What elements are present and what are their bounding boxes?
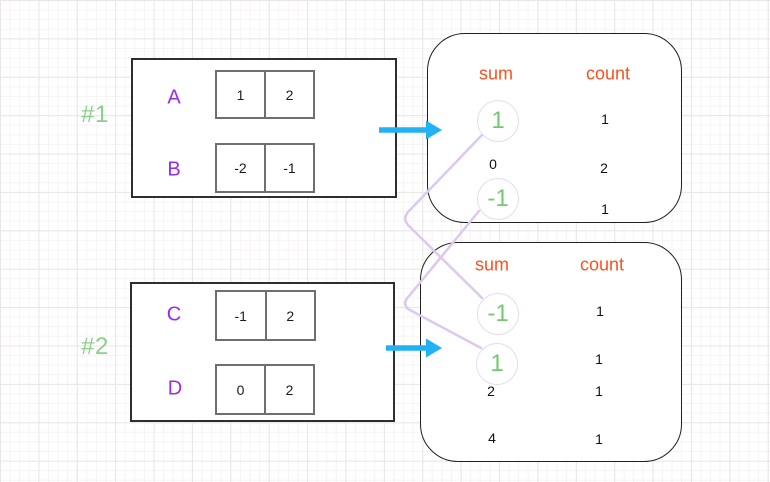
map2-row2-sum: 2 — [487, 383, 495, 399]
array-c-cell-1: 2 — [264, 292, 315, 339]
map2-row0-count: 1 — [596, 303, 604, 319]
array-c-cells: -1 2 — [215, 290, 316, 341]
array-c-cell-0: -1 — [234, 307, 247, 324]
map1-row1-sum: 0 — [489, 156, 497, 172]
group1-label: #1 — [81, 101, 109, 128]
map1-row0-sum-highlighted: 1 — [477, 100, 519, 142]
map1-row0-count: 1 — [601, 111, 609, 127]
map1-box: sum count 1 1 0 2 -1 1 — [427, 33, 682, 223]
map1-count-header: count — [585, 63, 631, 84]
array-b-cell-1: -1 — [264, 145, 313, 191]
array-b-cell-0: -2 — [234, 160, 247, 176]
map1-row1-count: 2 — [600, 160, 608, 176]
map2-count-header: count — [579, 254, 625, 275]
group2-box: C -1 2 D 0 2 — [130, 282, 395, 422]
array-d-cell-0: 0 — [236, 381, 245, 398]
array-b-cells: -2 -1 — [215, 143, 315, 193]
array-b-name: B — [167, 158, 181, 181]
array-c-name: C — [166, 303, 182, 326]
array-a-cell-1: 2 — [264, 72, 313, 117]
group1-box: A 1 2 B -2 -1 — [131, 58, 397, 198]
map2-box: sum count -1 1 1 1 2 1 4 1 — [420, 242, 682, 462]
map1-row2-sum-highlighted: -1 — [477, 178, 519, 220]
array-a-name: A — [167, 86, 181, 109]
map2-row2-count: 1 — [595, 383, 603, 399]
array-a-cell-0: 1 — [236, 86, 245, 103]
map2-row3-sum: 4 — [488, 430, 496, 446]
map2-row1-sum-highlighted: 1 — [476, 343, 518, 385]
array-d-name: D — [167, 377, 183, 400]
map1-sum-header: sum — [478, 63, 514, 84]
map1-row2-count: 1 — [601, 201, 609, 217]
array-d-cell-1: 2 — [264, 366, 313, 413]
map2-row1-count: 1 — [595, 351, 603, 367]
array-d-cells: 0 2 — [215, 364, 315, 415]
map2-row0-sum-highlighted: -1 — [477, 293, 519, 335]
map2-row3-count: 1 — [595, 431, 603, 447]
array-a-cells: 1 2 — [215, 70, 315, 119]
group2-label: #2 — [81, 333, 109, 360]
map2-sum-header: sum — [474, 254, 510, 275]
